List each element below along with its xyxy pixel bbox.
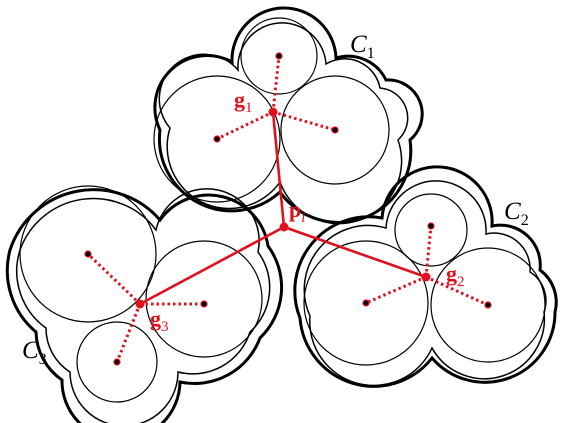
label-c3: C3 bbox=[22, 337, 47, 368]
cluster-c3-circle-big bbox=[19, 185, 157, 323]
cluster-c2-circle-right bbox=[430, 247, 546, 363]
cluster-c1 bbox=[153, 6, 424, 225]
cluster-c2-outer-boundary bbox=[293, 165, 558, 388]
cluster-c1-circle-right bbox=[280, 75, 390, 185]
circle-centers bbox=[84, 52, 492, 366]
link-p-g3 bbox=[138, 225, 286, 306]
label-c2: C2 bbox=[504, 198, 529, 229]
key-points bbox=[135, 107, 431, 309]
label-g2: g2 bbox=[446, 261, 465, 290]
cluster-c3-circle-bottom bbox=[76, 321, 158, 403]
labels: C1 C2 C3 pi g1 g2 g3 bbox=[22, 31, 529, 368]
cluster-c1-circle-top bbox=[240, 17, 318, 95]
dotted-link-g2-right bbox=[425, 275, 489, 307]
dotted-link-g2-left bbox=[365, 275, 427, 305]
cluster-c2-inner-boundary bbox=[303, 180, 547, 387]
cluster-c1-outer-boundary bbox=[153, 6, 424, 224]
label-g3: g3 bbox=[150, 306, 169, 335]
cluster-c3-inner-boundary bbox=[16, 188, 271, 423]
dotted-link-g3-bottom bbox=[115, 303, 142, 363]
center-c3-right bbox=[200, 300, 208, 308]
point-g1 bbox=[268, 107, 278, 117]
label-c1: C1 bbox=[350, 31, 375, 62]
cluster-c3-outer-boundary bbox=[5, 188, 284, 423]
cluster-c2-circle-left bbox=[303, 240, 429, 366]
dotted-link-g1-top bbox=[271, 55, 281, 113]
dotted-link-g2-top bbox=[424, 225, 433, 278]
dotted-link-g3-big bbox=[86, 252, 142, 306]
point-g2 bbox=[421, 272, 431, 282]
cluster-c1-inner-boundary bbox=[158, 22, 409, 225]
point-p bbox=[279, 222, 289, 232]
cluster-c2-circle-top bbox=[394, 193, 468, 267]
dotted-links bbox=[86, 55, 489, 363]
label-g1: g1 bbox=[234, 87, 253, 116]
center-c2-top bbox=[427, 222, 435, 230]
label-p: pi bbox=[289, 197, 305, 226]
cluster-c3-circle-right bbox=[145, 240, 263, 358]
center-c1-right bbox=[331, 126, 339, 134]
cluster-c3 bbox=[5, 185, 284, 423]
center-c1-top bbox=[275, 52, 283, 60]
link-p-g1 bbox=[271, 110, 286, 229]
center-c1-left bbox=[213, 135, 221, 143]
center-c2-right bbox=[484, 301, 492, 309]
cluster-c1-circle-left bbox=[153, 75, 281, 203]
center-c2-left bbox=[362, 299, 370, 307]
center-c3-big bbox=[84, 250, 92, 258]
solid-links bbox=[138, 110, 428, 306]
center-c3-bottom bbox=[113, 358, 121, 366]
link-p-g2 bbox=[282, 225, 428, 279]
point-g3 bbox=[135, 299, 145, 309]
dotted-link-g1-left bbox=[216, 110, 274, 141]
cluster-c2 bbox=[293, 165, 558, 388]
